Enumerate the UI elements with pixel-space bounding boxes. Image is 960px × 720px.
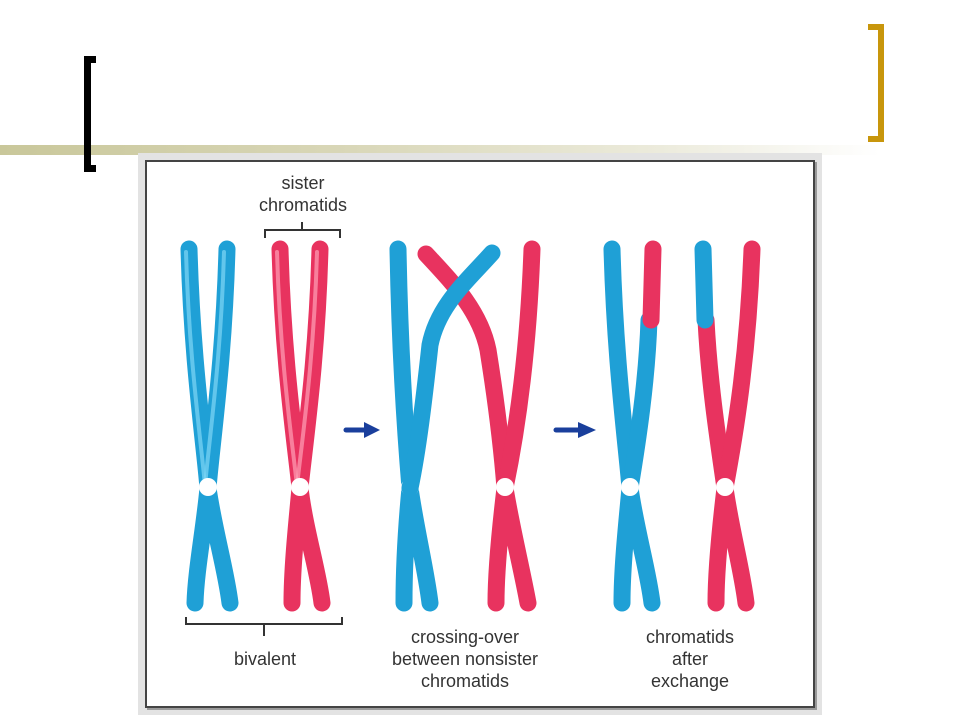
bivalent-label: bivalent <box>217 648 313 670</box>
title-bracket-left <box>84 56 96 172</box>
centromere <box>291 478 309 496</box>
title-bracket-right <box>868 24 884 142</box>
label-line: after <box>671 649 709 669</box>
crossing-over-label: crossing-over between nonsister chromati… <box>365 626 565 692</box>
sister-chromatids-label: sister chromatids <box>255 172 351 216</box>
label-line: chromatids <box>258 195 348 215</box>
bivalent-bracket <box>185 617 343 636</box>
figure-frame: sister chromatids bivalent crossing-over… <box>138 153 822 715</box>
label-line: exchange <box>650 671 730 691</box>
title-underline-rule <box>0 145 880 155</box>
exchanged-red-chromosome <box>694 240 761 612</box>
label-line: bivalent <box>233 649 297 669</box>
label-line: between nonsister <box>391 649 539 669</box>
arrow-1-icon <box>343 422 380 438</box>
centromere <box>496 478 514 496</box>
crossing-over-diagram: sister chromatids bivalent crossing-over… <box>145 160 815 708</box>
label-line: chromatids <box>645 627 735 647</box>
crossing-red-chromosome <box>417 240 541 612</box>
bivalent-blue-chromosome <box>180 240 239 612</box>
chromosome-illustration <box>180 222 761 636</box>
sister-chromatids-bracket <box>264 222 341 238</box>
label-line: crossing-over <box>410 627 520 647</box>
after-exchange-label: chromatids after exchange <box>625 626 755 692</box>
centromere <box>199 478 217 496</box>
centromere <box>621 478 639 496</box>
centromere <box>716 478 734 496</box>
bivalent-red-chromosome <box>271 240 331 612</box>
label-line: chromatids <box>420 671 510 691</box>
exchanged-blue-chromosome <box>603 240 662 612</box>
label-line: sister <box>281 173 325 193</box>
crossing-blue-chromatid <box>401 244 501 497</box>
arrow-2-icon <box>553 422 596 438</box>
